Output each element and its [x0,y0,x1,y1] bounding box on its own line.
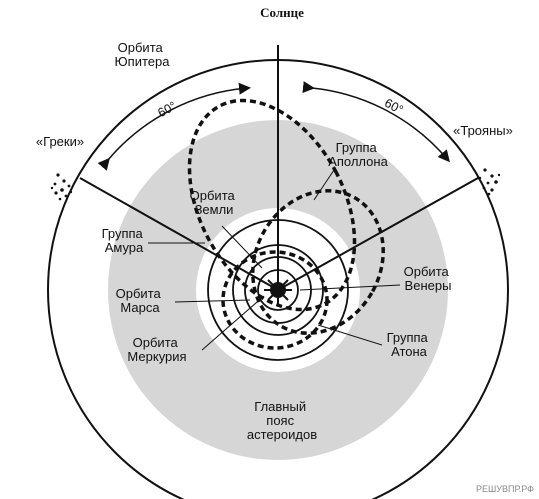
sun-title: Солнце [260,5,304,20]
radial-line-right [277,177,479,291]
radial-line-left [79,177,279,291]
greeks-asteroids-cluster [50,173,73,201]
earth-orbit-label: Орбита Земли [190,188,239,217]
watermark: РЕШУВПР.РФ [476,484,534,494]
angle-arc-left [97,82,251,171]
mercury-orbit-label: Орбита Меркурия [127,335,186,364]
jupiter-orbit-label: Орбита Юпитера [115,40,171,69]
earth-orbit [232,244,324,336]
mars-orbit [207,219,349,361]
angle-label-right: 60° [382,96,405,117]
apollo-group-orbit [187,98,357,312]
asteroid-belt-label: Главный пояс астероидов [247,399,317,442]
greeks-label: «Греки» [36,134,84,149]
aton-group-orbit [221,250,329,350]
sun-icon [264,276,292,304]
venus-orbit-label: Орбита Венеры [404,264,453,293]
venus-orbit [244,256,312,324]
angle-arc-right [302,81,450,163]
amur-group-orbit [251,189,385,335]
trojans-asteroids-cluster [478,168,501,196]
mercury-orbit [257,269,299,311]
apollo-group-label: Группа Аполлона [328,140,388,169]
trojans-label: «Трояны» [453,123,513,138]
amur-group-label: Группа Амура [102,226,147,255]
mars-orbit-label: Орбита Марса [116,286,165,315]
aton-group-label: Группа Атона [387,330,432,359]
leader-lines [148,169,401,351]
